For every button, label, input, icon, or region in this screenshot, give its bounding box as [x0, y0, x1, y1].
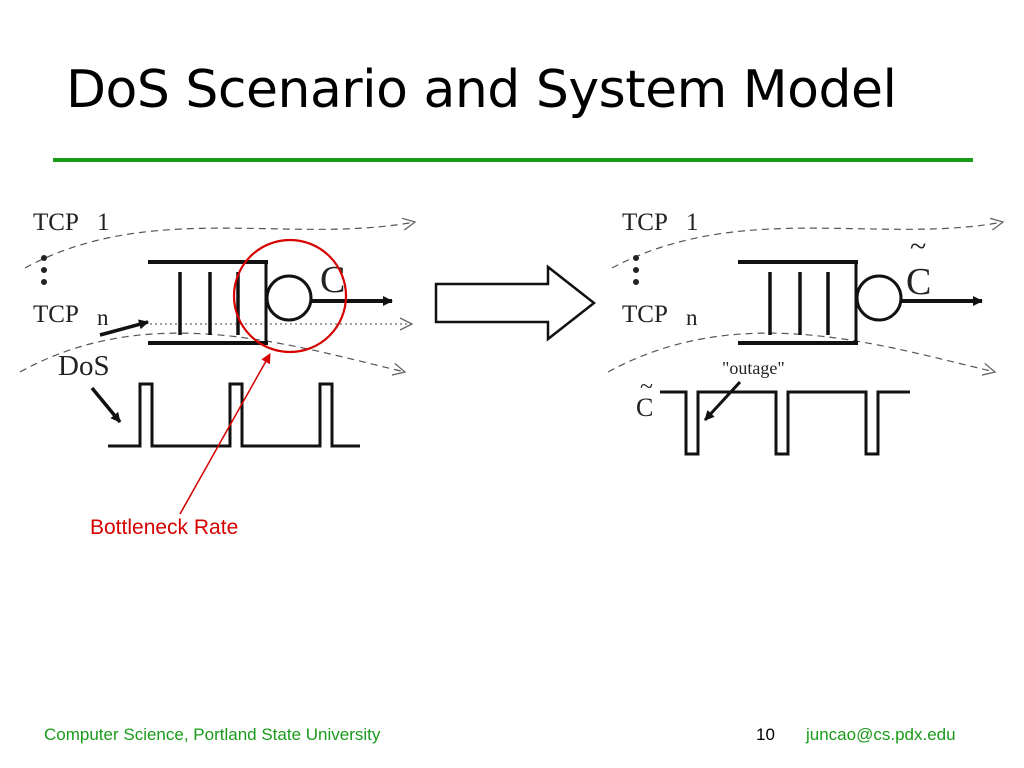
left-capacity-symbol: C: [320, 259, 345, 301]
left-tcp-label-bottom: TCP: [33, 301, 79, 328]
right-outage-arrow: [703, 380, 742, 422]
right-queue: [738, 260, 858, 345]
slide-title: DoS Scenario and System Model: [66, 60, 897, 120]
footer-page-number: 10: [756, 725, 775, 744]
footer-institution: Computer Science, Portland State Univers…: [44, 725, 381, 744]
right-tcp-index-bottom: n: [686, 305, 698, 330]
right-waveform-tilde: ~: [640, 374, 653, 400]
left-ellipsis-dot: [41, 267, 47, 273]
left-ellipsis-dot: [41, 279, 47, 285]
left-queue: [148, 260, 268, 345]
left-dos-waveform: [108, 382, 360, 448]
right-capacity-symbol: C: [906, 261, 931, 303]
right-tcp-label-bottom: TCP: [622, 301, 668, 328]
footer-email: juncao@cs.pdx.edu: [806, 725, 956, 744]
right-flow-curve-bottom: [607, 332, 995, 372]
right-model: TCP 1 TCP n ~ C "outage" ~ C: [607, 209, 1003, 456]
bottleneck-rate-label: Bottleneck Rate: [90, 516, 239, 539]
right-capacity-tilde: ~: [910, 230, 926, 263]
left-ellipsis-dot: [41, 255, 47, 261]
right-tcp-index-top: 1: [686, 209, 699, 236]
left-dos-label: DoS: [58, 350, 110, 382]
left-model: TCP 1 TCP n C DoS: [19, 209, 415, 448]
right-ellipsis-dot: [633, 267, 639, 273]
right-tcp-label-top: TCP: [622, 209, 668, 236]
left-tcp-label-top: TCP: [33, 209, 79, 236]
transform-arrow: [434, 264, 597, 342]
left-tcp-index-top: 1: [97, 209, 110, 236]
left-tcp-index-bottom: n: [97, 305, 109, 330]
left-dos-arrow: [99, 319, 149, 337]
left-server: [265, 274, 313, 322]
right-waveform-symbol: C: [636, 393, 653, 422]
title-rule: [53, 158, 973, 162]
left-flow-curve-bottom: [19, 332, 405, 372]
right-outage-label: "outage": [722, 358, 785, 378]
left-dos-waveform-arrow: [90, 386, 122, 424]
bottleneck-pointer-line: [179, 353, 271, 515]
right-server: [855, 274, 903, 322]
right-ellipsis-dot: [633, 255, 639, 261]
bottleneck-highlight-circle: [232, 238, 348, 354]
right-ellipsis-dot: [633, 279, 639, 285]
right-outage-waveform: [660, 390, 910, 456]
